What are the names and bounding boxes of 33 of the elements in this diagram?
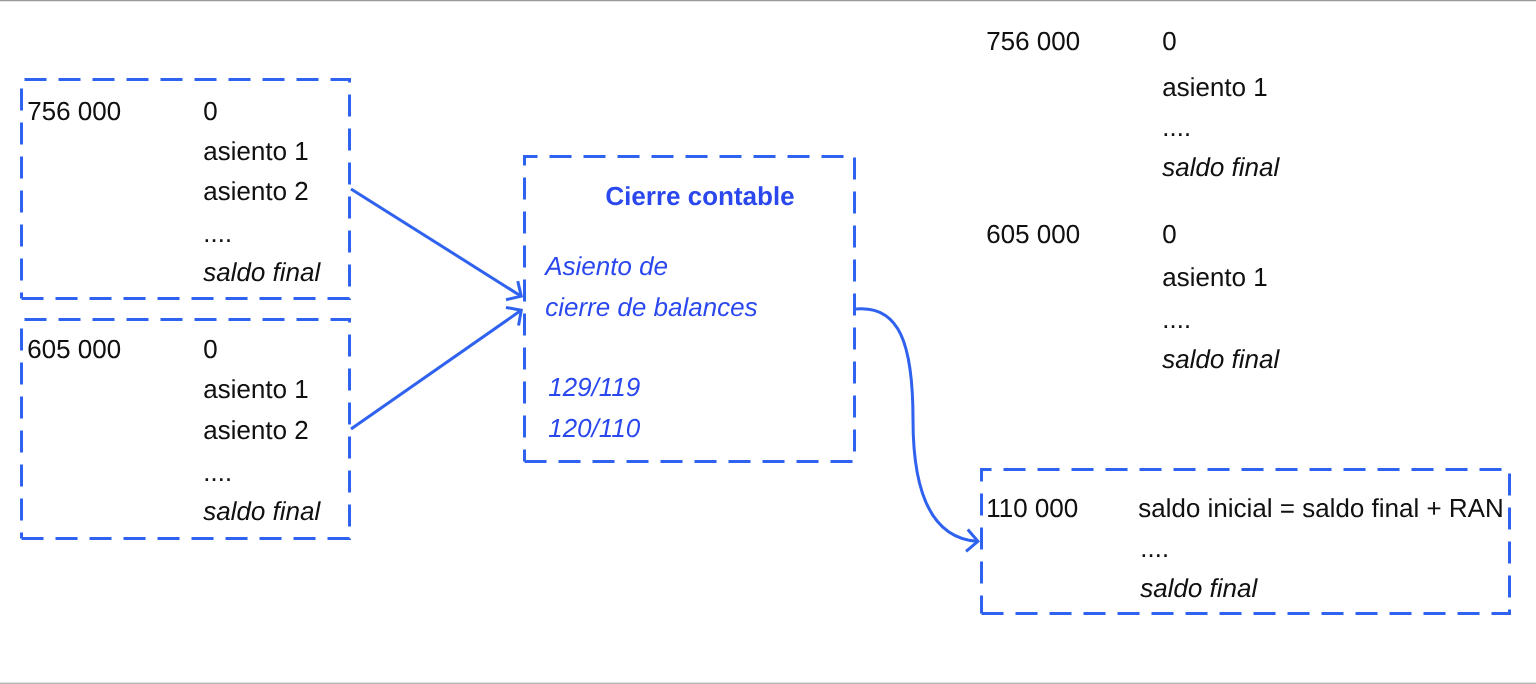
account-pair: 120/110 xyxy=(548,418,641,438)
ledger-entry: asiento 1 xyxy=(204,379,308,399)
account-number: 110 000 xyxy=(988,498,1078,518)
account-number: 756 000 xyxy=(987,31,1080,51)
account-number: 605 000 xyxy=(987,224,1080,244)
ledger-entry: saldo final xyxy=(1162,157,1280,177)
box-title: Cierre contable xyxy=(606,186,794,206)
arrow xyxy=(350,187,523,302)
ledger-entry: asiento 2 xyxy=(204,181,308,201)
account-pair: 129/119 xyxy=(548,377,640,397)
ledger-entry: asiento 1 xyxy=(1163,77,1267,97)
ledger-entry: saldo final xyxy=(203,501,321,521)
ellipsis-dots: .... xyxy=(1164,325,1189,328)
ledger-entry: 0 xyxy=(204,339,217,359)
ledger-entry: saldo inicial = saldo final + RAN xyxy=(1138,498,1502,518)
entry-description: Asiento de cierre de balances xyxy=(543,256,758,317)
ledger-entry: 0 xyxy=(1163,224,1176,244)
account-number: 756 000 xyxy=(28,101,121,121)
ledger-entry: 0 xyxy=(204,101,217,121)
ledger-entry: 0 xyxy=(1163,31,1176,51)
ledger-entry: asiento 1 xyxy=(1163,267,1267,287)
ledger-entry: saldo final xyxy=(203,262,321,282)
ellipsis-dots: .... xyxy=(1164,133,1189,136)
ledger-entry: saldo final xyxy=(1140,578,1258,598)
arrow xyxy=(350,306,523,431)
ledger-entry: asiento 1 xyxy=(204,141,308,161)
account-number: 605 000 xyxy=(28,339,121,359)
ledger-entry: asiento 2 xyxy=(204,420,308,440)
ellipsis-dots: .... xyxy=(205,478,230,481)
ledger-entry: saldo final xyxy=(1162,349,1280,369)
curved-arrow xyxy=(856,307,980,553)
ellipsis-dots: .... xyxy=(205,239,230,242)
ellipsis-dots: .... xyxy=(1142,554,1167,557)
